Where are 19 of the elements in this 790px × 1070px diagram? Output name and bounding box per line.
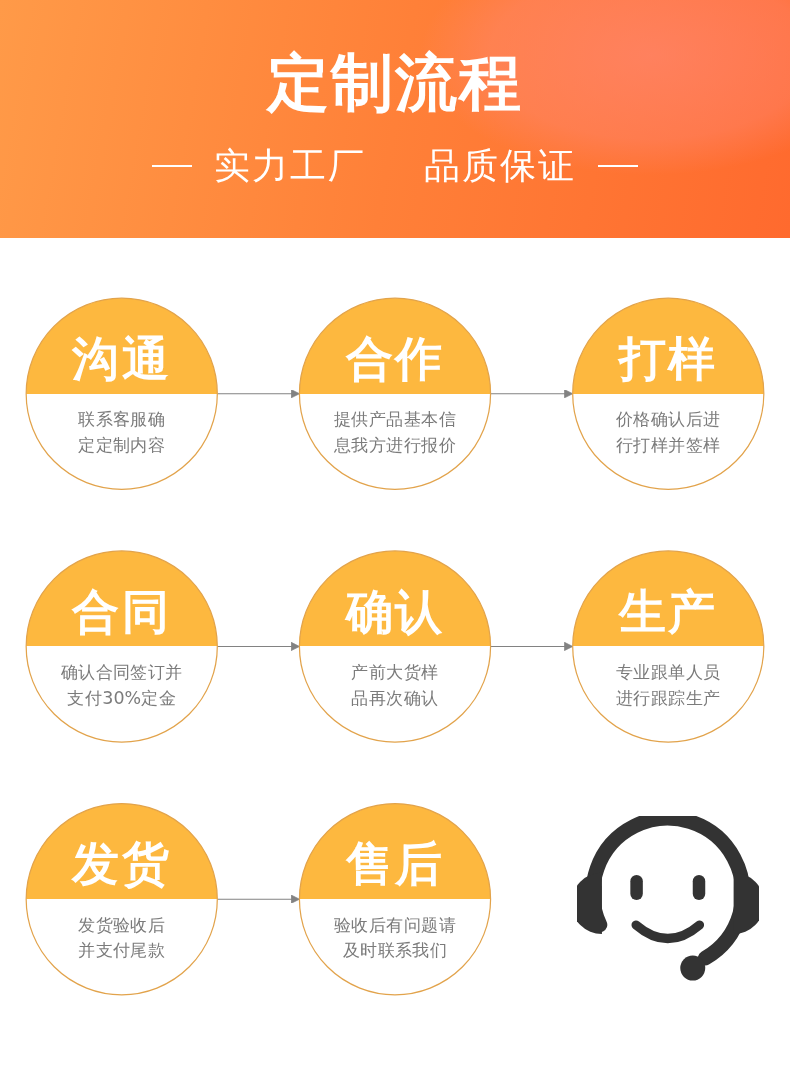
subtitle: 实力工厂 <box>214 144 366 188</box>
step-title: 发货 <box>72 836 171 892</box>
subtitle: 品质保证 <box>424 144 576 188</box>
step-description: 产前大货样品再次确认 <box>350 660 440 710</box>
step-title: 生产 <box>619 583 718 639</box>
step-title: 打样 <box>619 330 718 387</box>
step-title: 沟通 <box>72 330 171 387</box>
step-title: 确认 <box>345 583 445 639</box>
step-description: 专业跟单人员进行跟踪生产 <box>614 660 722 710</box>
step-description: 发货验收后并支付尾款 <box>77 912 167 963</box>
step-description: 提供产品基本信息我方进行报价 <box>332 407 458 458</box>
step-description: 验收后有问题请及时联系我们 <box>332 912 458 963</box>
step-title: 合同 <box>72 583 171 639</box>
step-description: 确认合同签订并支付30%定金 <box>59 660 184 710</box>
step-title: 售后 <box>345 836 445 892</box>
step-description: 联系客服确定定制内容 <box>77 407 167 458</box>
step-title: 合作 <box>345 330 445 387</box>
title: 定制流程 <box>267 46 523 121</box>
step-description: 价格确认后进行打样并签样 <box>614 407 722 458</box>
